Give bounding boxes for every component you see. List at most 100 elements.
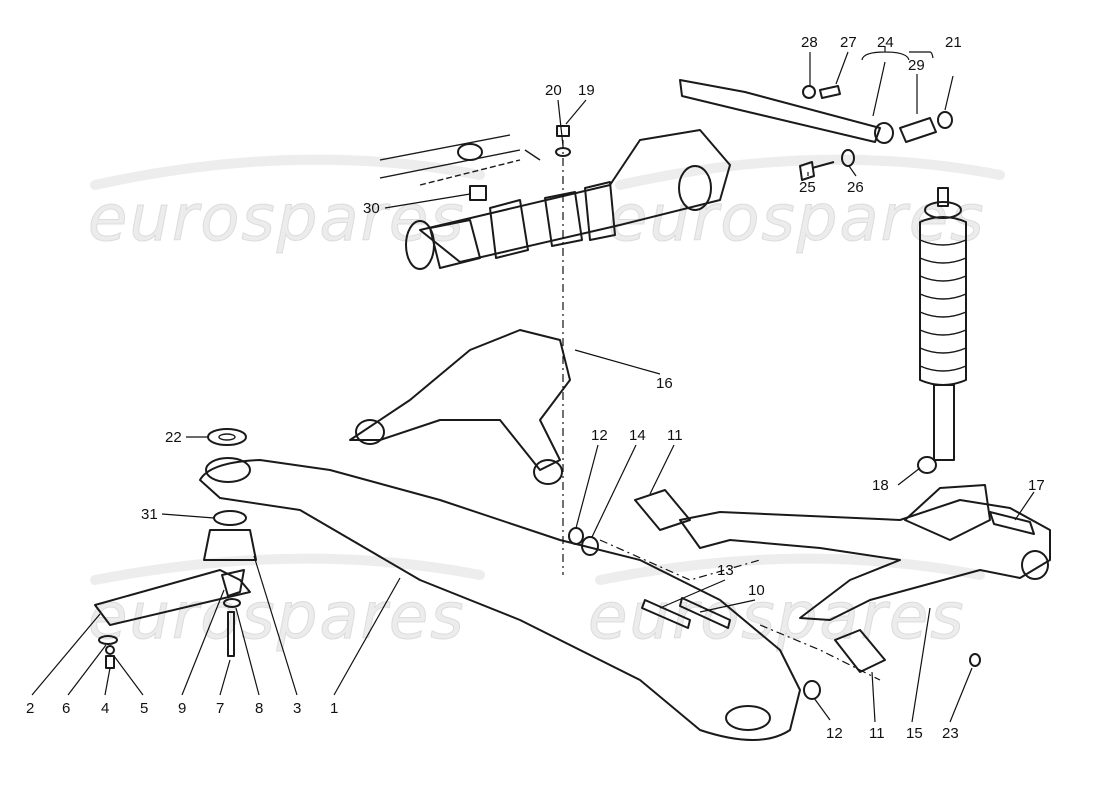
callout-9: 9 <box>178 700 186 717</box>
part-28-washer <box>802 85 816 99</box>
callout-8: 8 <box>255 700 263 717</box>
bracket-eye <box>874 122 894 144</box>
part-19-bolt-head <box>556 125 570 137</box>
part-15-trailing-arm <box>679 499 1051 621</box>
callout-14: 14 <box>629 427 646 444</box>
leader-13 <box>659 579 726 609</box>
leader-7 <box>219 659 231 696</box>
part-11-bush-lower <box>834 629 886 673</box>
part-9-plate <box>221 569 245 597</box>
callout-26: 26 <box>847 179 864 196</box>
leader-2 <box>31 613 101 696</box>
watermark-swoosh <box>595 553 985 585</box>
callout-4: 4 <box>101 700 109 717</box>
watermark-swoosh <box>615 154 1005 190</box>
part-2-bracket <box>94 569 251 626</box>
leader-24-bracket <box>861 46 934 117</box>
part-16-crossmember <box>349 329 571 471</box>
leader-27 <box>835 51 849 85</box>
watermark-text: eurospares <box>88 580 466 654</box>
callout-29: 29 <box>908 57 925 74</box>
leader-17 <box>1014 491 1035 521</box>
leader-12a <box>575 444 599 529</box>
watermark-text: eurospares <box>88 182 466 256</box>
callout-5: 5 <box>140 700 148 717</box>
leader-31 <box>161 513 215 519</box>
callout-13: 13 <box>717 562 734 579</box>
part-26-washer <box>841 149 855 167</box>
hub-bore <box>1021 550 1049 580</box>
part-11-bush-upper <box>634 489 691 531</box>
propshaft-axis <box>419 159 521 186</box>
callout-30: 30 <box>363 200 380 217</box>
callout-22: 22 <box>165 429 182 446</box>
left-mount-stack <box>94 510 257 669</box>
leader-21 <box>944 75 954 111</box>
leader-11b <box>871 671 876 723</box>
part-14-washer <box>581 536 599 556</box>
part-12-nut-lower <box>803 680 821 700</box>
propshaft-outline <box>379 134 541 179</box>
shock-top-stud <box>937 187 949 207</box>
leader-4 <box>104 667 111 696</box>
part-31-mount-top <box>213 510 247 526</box>
axle-mount-right <box>584 181 616 241</box>
part-8-washer <box>223 598 241 608</box>
callout-16: 16 <box>656 375 673 392</box>
callout-17: 17 <box>1028 477 1045 494</box>
diff-output-flange <box>678 165 712 211</box>
leader-12b <box>813 697 831 721</box>
part-6-washer <box>98 635 118 645</box>
leader-15 <box>911 607 931 723</box>
leader-3 <box>253 555 298 696</box>
coil-spring <box>919 216 967 386</box>
leader-19 <box>565 99 587 125</box>
part-12-nut-upper <box>568 527 584 545</box>
spring-coils <box>919 239 967 372</box>
leader-8 <box>235 607 260 696</box>
part-30-nut <box>469 185 487 201</box>
leader-20 <box>557 99 564 147</box>
callout-18: 18 <box>872 477 889 494</box>
leader-16 <box>574 349 661 375</box>
diff-mount-bracket <box>679 79 881 143</box>
callout-11-lower: 11 <box>869 725 885 742</box>
callout-20: 20 <box>545 82 562 99</box>
callout-1: 1 <box>330 700 338 717</box>
leader-9 <box>181 589 225 696</box>
leader-30 <box>384 193 471 209</box>
part-13-bolt <box>641 599 691 629</box>
leader-18 <box>897 467 921 486</box>
part-25-bolt <box>799 161 835 181</box>
part-17-bolt <box>989 511 1035 535</box>
leader-14 <box>591 444 637 538</box>
subframe-mount-hole <box>725 705 771 731</box>
callout-27: 27 <box>840 34 857 51</box>
watermark-text: eurospares <box>608 182 986 256</box>
washer-hole <box>218 433 236 441</box>
crossmember-bush <box>533 459 563 485</box>
assembly-guide <box>599 539 881 681</box>
part-29-bush <box>899 117 937 143</box>
callout-24: 24 <box>877 34 894 51</box>
callout-7: 7 <box>216 700 224 717</box>
watermark-swoosh <box>90 553 485 585</box>
axle-mount-left <box>489 199 529 259</box>
callout-21: 21 <box>945 34 962 51</box>
coil-spring-shock-absorber <box>917 187 967 474</box>
part-1-subframe <box>199 459 801 741</box>
subframe-mount-hole <box>205 457 251 483</box>
leader-10 <box>699 599 756 613</box>
part-7-bolt <box>227 611 235 657</box>
part-23-plug <box>969 653 981 667</box>
propshaft-flange <box>457 143 483 161</box>
shock-lower-bracket <box>904 484 991 541</box>
watermark-text: eurospares <box>588 580 966 654</box>
callout-28: 28 <box>801 34 818 51</box>
callout-23: 23 <box>942 725 959 742</box>
differential-assembly <box>379 79 953 270</box>
leader-23 <box>949 667 973 723</box>
shock-body <box>933 384 955 461</box>
callout-25: 25 <box>799 179 816 196</box>
